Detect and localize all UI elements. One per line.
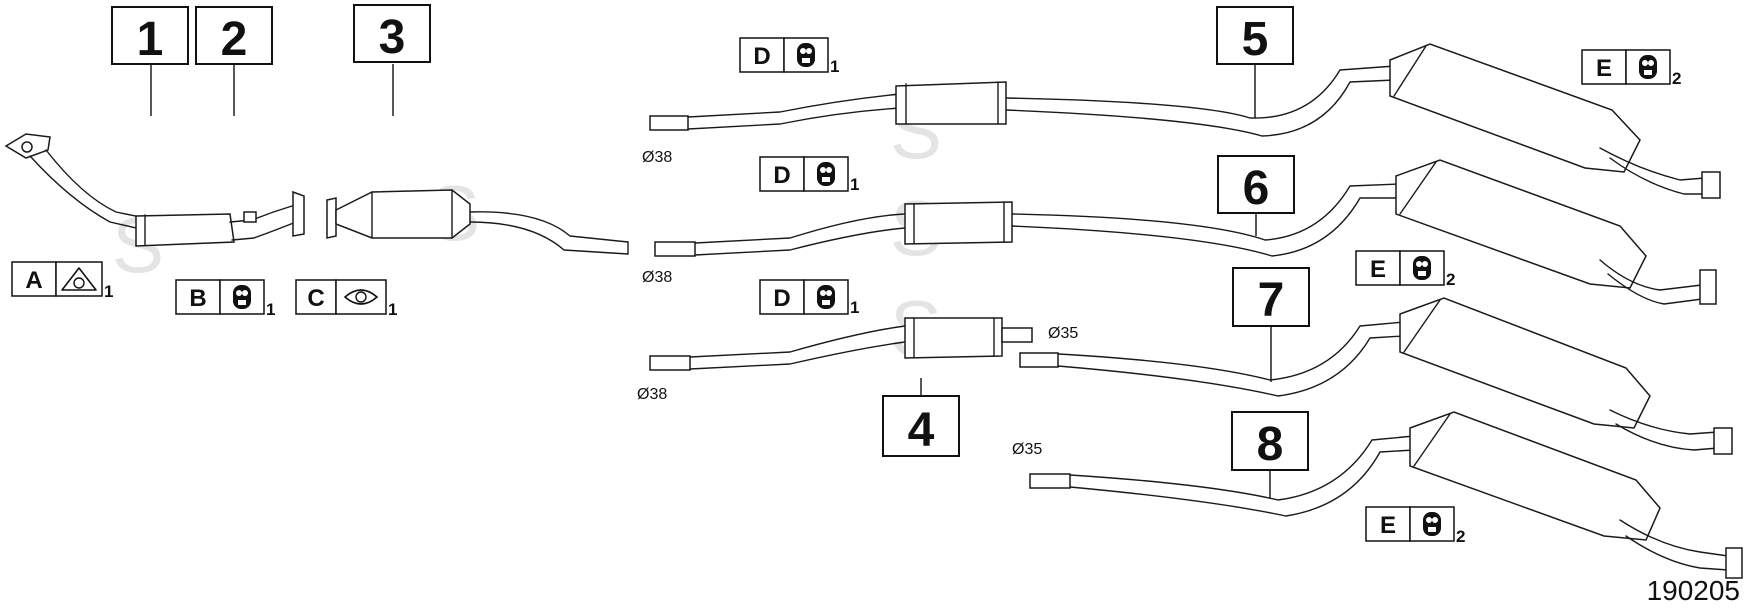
legend-d-qty: 1 <box>830 57 839 76</box>
figure-code: 190205 <box>1647 575 1740 606</box>
legend-e-top: E 2 <box>1581 49 1681 88</box>
diameter-labels: Ø38 Ø38 Ø38 Ø35 Ø35 <box>637 149 1078 458</box>
legend-d-top: D 1 <box>739 37 839 76</box>
part-number-1: 1 <box>111 6 189 66</box>
legend-d-middle: D 1 <box>759 156 859 194</box>
part-number-3-text: 3 <box>379 11 406 64</box>
diameter-label-38: Ø38 <box>642 149 672 166</box>
diameter-label-35: Ø35 <box>1048 325 1078 342</box>
rubber-hanger-icon <box>233 285 251 309</box>
exhaust-assembly-part-6 <box>654 159 1717 305</box>
legend-e-qty: 2 <box>1456 527 1465 546</box>
legend-e-upper: E 2 <box>1355 250 1455 289</box>
part-number-labels: 1 2 3 4 5 6 7 8 <box>111 4 1310 471</box>
legend-e-letter: E <box>1380 512 1396 539</box>
part-number-2-text: 2 <box>221 13 248 66</box>
part-number-5-text: 5 <box>1242 13 1269 66</box>
front-pipe-part-1 <box>4 133 235 247</box>
rubber-hanger-icon <box>1423 512 1441 536</box>
diameter-label-35: Ø35 <box>1012 441 1042 458</box>
legend-e-lower: E 2 <box>1365 506 1465 546</box>
legend-a-letter: A <box>25 267 42 294</box>
legend-d-bottom: D 1 <box>759 279 859 317</box>
legend-a: A 1 <box>11 261 113 301</box>
legend-c: C 1 <box>295 279 397 319</box>
rubber-hanger-icon <box>817 285 835 309</box>
legend-e-letter: E <box>1596 55 1612 82</box>
rear-silencer-part-8 <box>1029 411 1743 579</box>
rubber-hanger-icon <box>797 43 815 67</box>
part-number-5: 5 <box>1216 6 1294 66</box>
rubber-hanger-icon <box>1413 256 1431 280</box>
gasket-triangle-icon <box>61 267 97 291</box>
legend-d-qty: 1 <box>850 298 859 317</box>
legend-b: B 1 <box>175 279 275 319</box>
catalytic-converter-part-3 <box>326 189 629 255</box>
legend-c-qty: 1 <box>388 300 397 319</box>
part-number-7-text: 7 <box>1258 274 1285 327</box>
part-number-4-text: 4 <box>908 404 935 457</box>
legend-e-letter: E <box>1370 256 1386 283</box>
legend-e-qty: 2 <box>1672 69 1681 88</box>
legend-d-letter: D <box>773 285 790 312</box>
part-number-8: 8 <box>1231 411 1309 471</box>
rear-silencer-part-7 <box>1019 297 1733 455</box>
leader-lines <box>150 64 1272 498</box>
legend-b-letter: B <box>189 285 206 312</box>
legend-d-qty: 1 <box>850 175 859 194</box>
part-number-6: 6 <box>1217 155 1295 215</box>
part-number-8-text: 8 <box>1257 418 1284 471</box>
legend-d-letter: D <box>773 162 790 189</box>
exhaust-assembly-part-5 <box>649 43 1721 199</box>
legend-labels: A 1 B 1 C 1 D <box>11 37 1681 546</box>
rubber-hanger-icon <box>1639 55 1657 79</box>
intermediate-pipe-part-2 <box>229 190 305 241</box>
gasket-oval-icon <box>343 289 379 305</box>
part-number-2: 2 <box>195 6 273 66</box>
diameter-label-38: Ø38 <box>642 269 672 286</box>
centre-silencer-part-4 <box>649 317 1033 371</box>
legend-e-qty: 2 <box>1446 270 1455 289</box>
part-number-4: 4 <box>882 395 960 457</box>
rubber-hanger-icon <box>817 162 835 186</box>
part-number-7: 7 <box>1232 267 1310 327</box>
diameter-label-38: Ø38 <box>637 386 667 403</box>
part-number-6-text: 6 <box>1243 162 1270 215</box>
part-number-1-text: 1 <box>137 13 164 66</box>
legend-c-letter: C <box>307 285 324 312</box>
legend-b-qty: 1 <box>266 300 275 319</box>
legend-a-qty: 1 <box>104 282 113 301</box>
part-number-3: 3 <box>353 4 431 64</box>
legend-d-letter: D <box>753 43 770 70</box>
